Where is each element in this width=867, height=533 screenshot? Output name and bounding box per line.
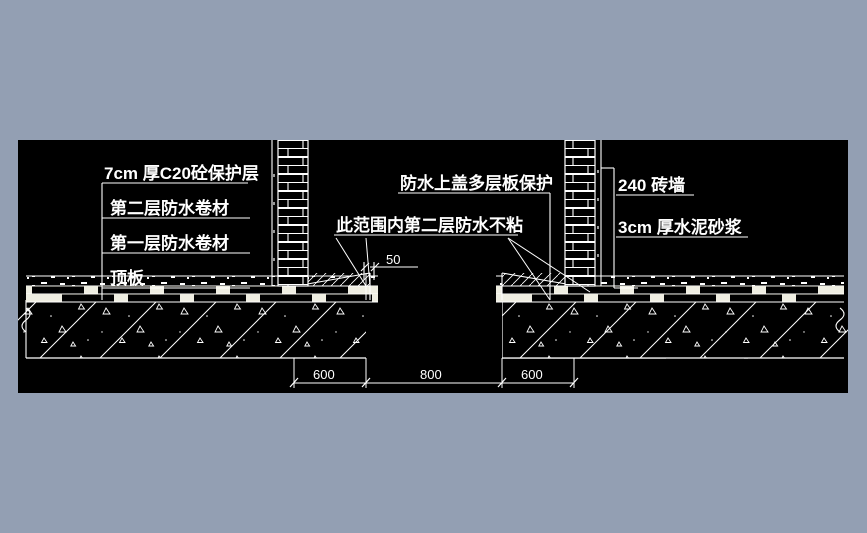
dimension-gap-50	[360, 262, 418, 280]
brick-wall-left	[271, 140, 309, 287]
label-cement-mortar: 3cm 厚水泥砂浆	[618, 217, 743, 237]
break-line-left	[21, 307, 31, 333]
label-brick-wall: 240 砖墙	[618, 175, 685, 195]
dimension-value-center-span: 800	[420, 367, 442, 382]
layer-bands-left	[26, 272, 378, 303]
dimension-value-left-span: 600	[313, 367, 335, 382]
label-protection-layer: 7cm 厚C20砼保护层	[104, 163, 259, 183]
annotation-leaders-left	[101, 182, 250, 300]
dimension-value-50: 50	[386, 252, 400, 267]
label-first-membrane: 第一层防水卷材	[110, 233, 229, 253]
label-top-slab: 顶板	[110, 268, 145, 288]
annotation-leaders-center	[334, 192, 591, 301]
break-line-right	[835, 307, 845, 333]
concrete-slab-right-inner	[501, 300, 748, 359]
dimension-chain-bottom	[289, 358, 579, 388]
label-multilayer-board: 防水上盖多层板保护	[400, 173, 553, 193]
brick-wall-right	[564, 140, 602, 287]
label-second-membrane: 第二层防水卷材	[110, 198, 229, 218]
cad-section-drawing: 7cm 厚C20砼保护层 第二层防水卷材 第一层防水卷材 顶板 防水上盖多层板保…	[18, 140, 848, 388]
layer-bands-right	[496, 272, 844, 303]
dimension-value-right-span: 600	[521, 367, 543, 382]
concrete-slab-right	[743, 300, 848, 359]
expansion-joint-gap	[366, 290, 502, 362]
cad-drawing-canvas[interactable]: 7cm 厚C20砼保护层 第二层防水卷材 第一层防水卷材 顶板 防水上盖多层板保…	[18, 140, 848, 393]
label-non-adhesive-zone: 此范围内第二层防水不粘	[336, 215, 523, 235]
annotation-leaders-right	[601, 167, 748, 289]
